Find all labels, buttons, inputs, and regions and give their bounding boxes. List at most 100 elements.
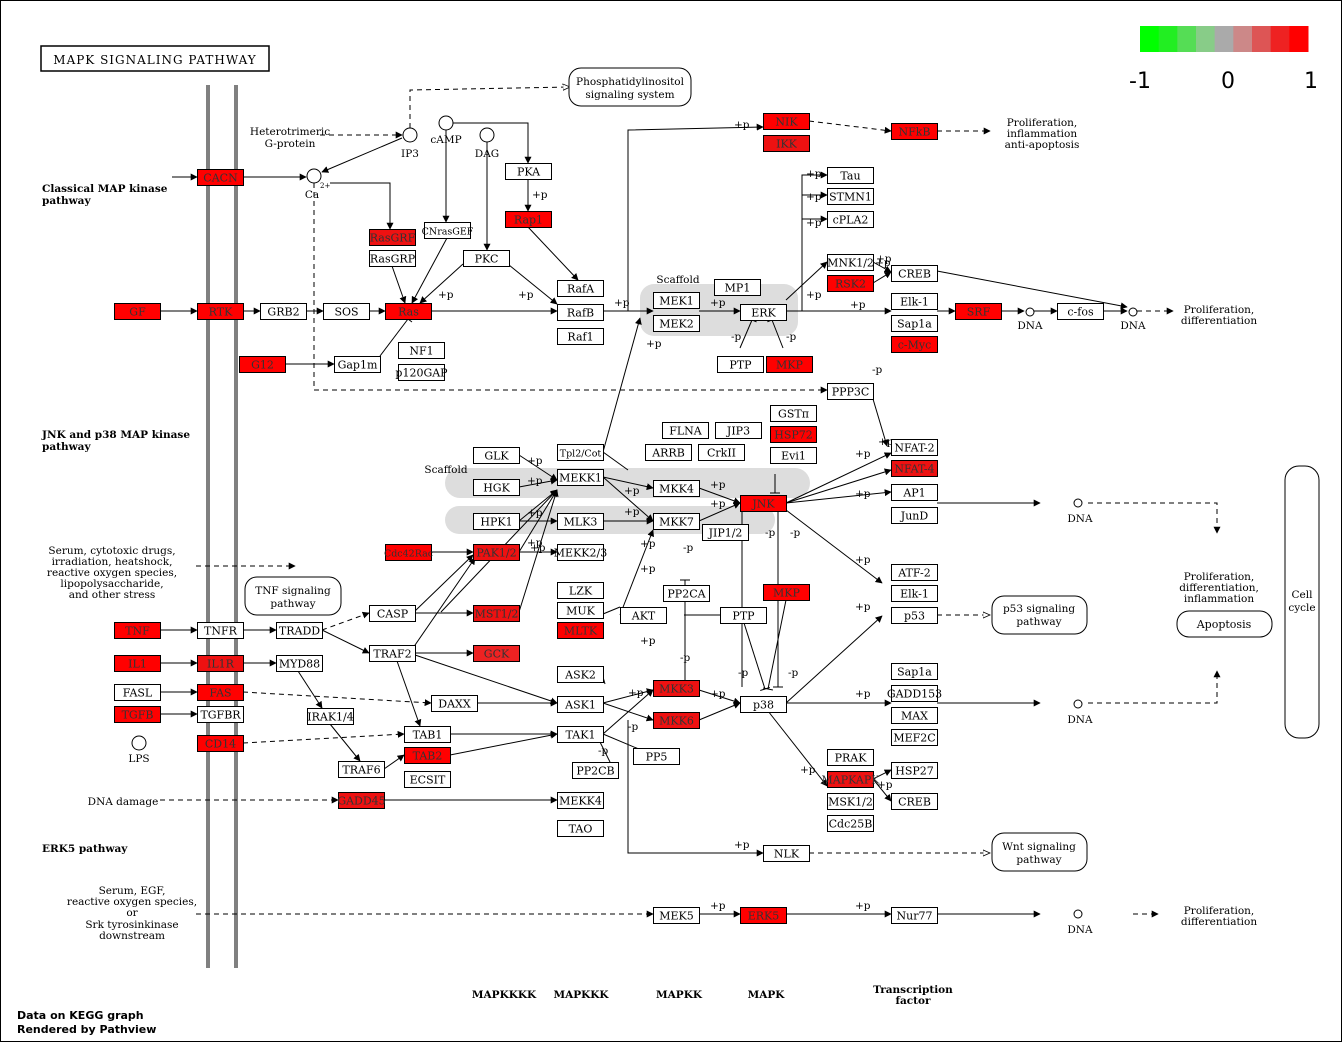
gene-node-srf[interactable]: SRF bbox=[955, 303, 1002, 320]
gene-node-tau[interactable]: Tau bbox=[827, 167, 874, 184]
gene-node-box[interactable] bbox=[827, 254, 874, 271]
gene-node-box[interactable] bbox=[763, 584, 810, 601]
gene-node-box[interactable] bbox=[197, 303, 244, 320]
gene-node-box[interactable] bbox=[740, 495, 787, 512]
gene-node-stmn1[interactable]: STMN1 bbox=[827, 188, 874, 205]
gene-node-cnrasgef[interactable]: CNrasGEF bbox=[422, 222, 474, 239]
link-apoptosis[interactable] bbox=[1176, 610, 1273, 638]
gene-node-box[interactable] bbox=[633, 748, 680, 765]
gene-node-box[interactable] bbox=[891, 564, 938, 581]
gene-node-box[interactable] bbox=[827, 771, 874, 788]
gene-node-box[interactable] bbox=[197, 735, 244, 752]
gene-node-box[interactable] bbox=[714, 279, 761, 296]
gene-node-box[interactable] bbox=[827, 793, 874, 810]
gene-node-box[interactable] bbox=[369, 229, 416, 246]
gene-node-mnk12[interactable]: MNK1/2 bbox=[827, 254, 874, 271]
gene-node-cdc42rac[interactable]: Cdc42Rac bbox=[384, 544, 433, 561]
gene-node-box[interactable] bbox=[431, 695, 478, 712]
gene-node-box[interactable] bbox=[557, 666, 604, 683]
gene-node-p120gap[interactable]: p120GAP bbox=[395, 364, 448, 381]
gene-node-box[interactable] bbox=[369, 250, 416, 267]
gene-node-hsp72[interactable]: HSP72 bbox=[770, 426, 817, 443]
gene-node-box[interactable] bbox=[891, 265, 938, 282]
gene-node-nfat2[interactable]: NFAT-2 bbox=[891, 439, 938, 456]
gene-node-box[interactable] bbox=[114, 622, 161, 639]
gene-node-rtk[interactable]: RTK bbox=[197, 303, 244, 320]
gene-node-box[interactable] bbox=[338, 761, 385, 778]
gene-node-nfkb[interactable]: NFkB bbox=[891, 123, 938, 140]
gene-node-box[interactable] bbox=[740, 907, 787, 924]
gene-node-muk[interactable]: MUK bbox=[557, 602, 604, 619]
gene-node-box[interactable] bbox=[891, 685, 938, 702]
gene-node-box[interactable] bbox=[955, 303, 1002, 320]
gene-node-prak[interactable]: PRAK bbox=[827, 749, 874, 766]
gene-node-rasgrp[interactable]: RasGRP bbox=[369, 250, 416, 267]
gene-node-box[interactable] bbox=[197, 622, 244, 639]
gene-node-box[interactable] bbox=[114, 303, 161, 320]
gene-node-jip3[interactable]: JIP3 bbox=[715, 422, 762, 439]
gene-node-mltk[interactable]: MLTK bbox=[557, 622, 604, 639]
gene-node-ikk[interactable]: IKK bbox=[763, 135, 810, 152]
gene-node-sos[interactable]: SOS bbox=[323, 303, 370, 320]
gene-node-box[interactable] bbox=[473, 544, 520, 561]
gene-node-tab2[interactable]: TAB2 bbox=[404, 747, 451, 764]
gene-node-mek5[interactable]: MEK5 bbox=[653, 907, 700, 924]
gene-node-box[interactable] bbox=[827, 383, 874, 400]
gene-node-box[interactable] bbox=[653, 292, 700, 309]
gene-node-box[interactable] bbox=[891, 293, 938, 310]
gene-node-cacn[interactable]: CACN bbox=[197, 169, 244, 186]
gene-node-box[interactable] bbox=[827, 275, 874, 292]
gene-node-traf2[interactable]: TRAF2 bbox=[369, 645, 416, 662]
gene-node-pp2ca[interactable]: PP2CA bbox=[663, 585, 710, 602]
gene-node-tgfb[interactable]: TGFB bbox=[114, 706, 161, 723]
gene-node-box[interactable] bbox=[827, 188, 874, 205]
gene-node-box[interactable] bbox=[473, 479, 520, 496]
gene-node-box[interactable] bbox=[334, 356, 381, 373]
gene-node-nf1[interactable]: NF1 bbox=[398, 342, 445, 359]
gene-node-box[interactable] bbox=[891, 907, 938, 924]
gene-node-hpk1[interactable]: HPK1 bbox=[473, 513, 520, 530]
cell-cycle-box[interactable] bbox=[1284, 465, 1320, 739]
gene-node-box[interactable] bbox=[369, 605, 416, 622]
gene-node-mek2[interactable]: MEK2 bbox=[653, 315, 700, 332]
gene-node-gck[interactable]: GCK bbox=[473, 645, 520, 662]
gene-node-box[interactable] bbox=[891, 460, 938, 477]
gene-node-fas[interactable]: FAS bbox=[197, 684, 244, 701]
gene-node-myd88[interactable]: MYD88 bbox=[276, 655, 323, 672]
gene-node-box[interactable] bbox=[763, 113, 810, 130]
gene-node-mst12[interactable]: MST1/2 bbox=[473, 605, 520, 622]
gene-node-pka[interactable]: PKA bbox=[505, 163, 552, 180]
gene-node-nfat4[interactable]: NFAT-4 bbox=[891, 460, 938, 477]
link-tnf-signaling[interactable] bbox=[244, 576, 342, 616]
gene-node-box[interactable] bbox=[653, 907, 700, 924]
gene-node-box[interactable] bbox=[827, 167, 874, 184]
gene-node-box[interactable] bbox=[572, 762, 619, 779]
gene-node-jund[interactable]: JunD bbox=[891, 507, 938, 524]
gene-node-mkp2[interactable]: MKP bbox=[763, 584, 810, 601]
dna-circle[interactable] bbox=[1073, 699, 1083, 709]
gene-node-box[interactable] bbox=[323, 303, 370, 320]
gene-node-pak12[interactable]: PAK1/2 bbox=[473, 544, 520, 561]
gene-node-box[interactable] bbox=[557, 602, 604, 619]
gene-node-creb2[interactable]: CREB bbox=[891, 793, 938, 810]
gene-node-tao[interactable]: TAO bbox=[557, 820, 604, 837]
gene-node-cd14[interactable]: CD14 bbox=[197, 735, 244, 752]
gene-node-tnfr[interactable]: TNFR bbox=[197, 622, 244, 639]
gene-node-box[interactable] bbox=[698, 444, 745, 461]
gene-node-box[interactable] bbox=[473, 447, 520, 464]
gene-node-mlk3[interactable]: MLK3 bbox=[557, 513, 604, 530]
gene-node-tab1[interactable]: TAB1 bbox=[404, 726, 451, 743]
gene-node-box[interactable] bbox=[505, 211, 552, 228]
gene-node-box[interactable] bbox=[740, 696, 787, 713]
gene-node-ap1[interactable]: AP1 bbox=[891, 484, 938, 501]
gene-node-nik[interactable]: NIK bbox=[763, 113, 810, 130]
gene-node-box[interactable] bbox=[557, 820, 604, 837]
gene-node-elk1a[interactable]: Elk-1 bbox=[891, 293, 938, 310]
gene-node-hsp27[interactable]: HSP27 bbox=[891, 762, 938, 779]
gene-node-nlk[interactable]: NLK bbox=[763, 845, 810, 862]
gene-node-tak1[interactable]: TAK1 bbox=[557, 726, 604, 743]
gene-node-rap1[interactable]: Rap1 bbox=[505, 211, 552, 228]
gene-node-box[interactable] bbox=[557, 513, 604, 530]
gene-node-tradd[interactable]: TRADD bbox=[276, 622, 323, 639]
gene-node-g12[interactable]: G12 bbox=[239, 356, 286, 373]
